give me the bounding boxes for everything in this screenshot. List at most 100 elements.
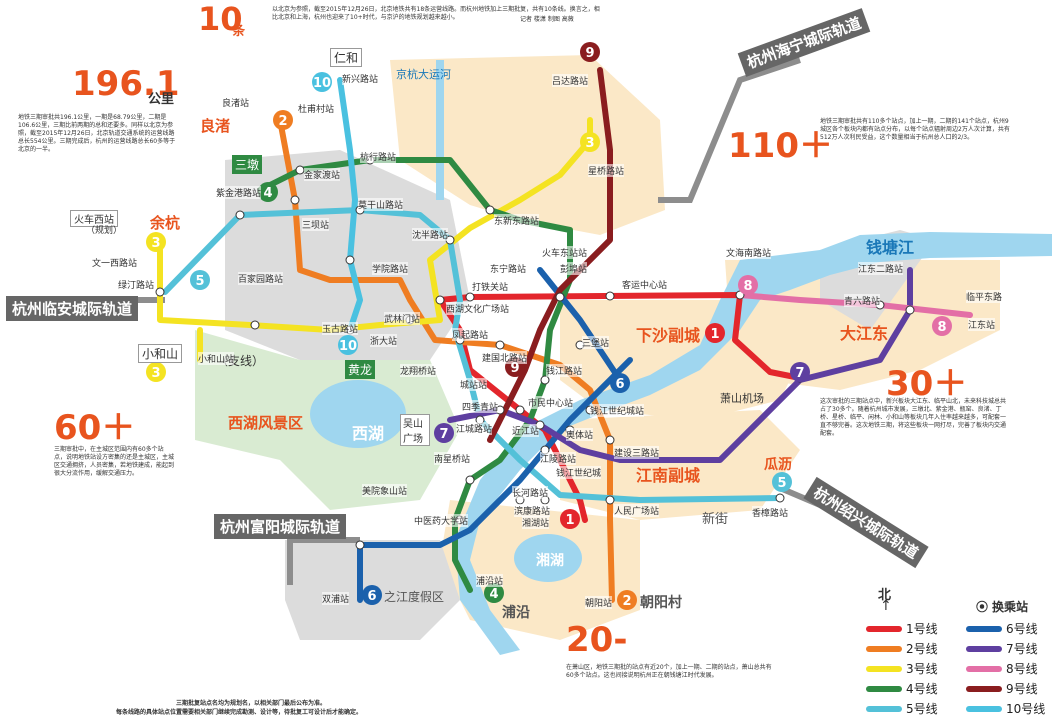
- svg-text:3: 3: [585, 136, 594, 151]
- station-label: 浙大站: [370, 334, 398, 347]
- svg-text:3: 3: [151, 366, 160, 381]
- station-label: 小和山站: [198, 352, 235, 365]
- station-label: 良渚站: [222, 96, 250, 109]
- legend-label: 4号线: [906, 682, 938, 696]
- station-label: 西湖文化广场站: [446, 302, 510, 315]
- area-guali: 瓜沥: [764, 457, 792, 473]
- stat-196-value: 196.1: [72, 64, 180, 104]
- station-label: 浦沿站: [476, 574, 504, 587]
- area-xihu: 西湖: [352, 424, 385, 443]
- station-label: 火车东站站: [542, 246, 588, 259]
- station-label: 江东二路站: [858, 262, 904, 275]
- line-count-unit: 条: [232, 24, 246, 39]
- linan-intercity-label: 杭州临安城际轨道: [6, 296, 139, 321]
- legend-swatch: [966, 705, 1002, 712]
- area-renhe: 仁和: [330, 48, 363, 67]
- area-chaoyangcun: 朝阳村: [640, 595, 682, 611]
- svg-text:8: 8: [937, 320, 946, 335]
- legend-swatch: [966, 645, 1002, 652]
- line-4: [257, 157, 573, 593]
- legend-swatch: [866, 645, 902, 652]
- svg-text:4: 4: [263, 186, 272, 201]
- station-label: 江城路站: [456, 422, 493, 435]
- legend-label: 5号线: [906, 702, 938, 716]
- legend-line-9: 9号线: [966, 680, 1038, 697]
- area-huochexizhan: 火车西站: [70, 210, 118, 227]
- stat-196-text: 地铁三期审批共196.1公里，一期是68.79公里，二期是106.6公里，三期比…: [18, 114, 176, 153]
- area-xianghu: 湘湖: [536, 553, 564, 569]
- station-label: 临平东路: [966, 290, 1003, 303]
- north-arrow-icon: ↑: [880, 598, 892, 614]
- svg-text:1: 1: [565, 513, 574, 528]
- svg-text:1: 1: [710, 327, 719, 342]
- svg-text:9: 9: [585, 46, 594, 61]
- area-dajiangdong: 大江东: [840, 324, 889, 343]
- header-credit: 记者 楼潇 制图 高薇: [520, 16, 574, 23]
- legend-line-6: 6号线: [966, 620, 1038, 637]
- svg-text:7: 7: [439, 427, 448, 442]
- area-xiasha: 下沙副城: [636, 326, 701, 345]
- legend-line-8: 8号线: [966, 660, 1038, 677]
- legend-label: 8号线: [1006, 662, 1038, 676]
- station-label: 金家渡站: [304, 168, 341, 181]
- station-label: 龙翔桥站: [400, 364, 437, 377]
- stat-30-value: 30＋: [886, 364, 968, 404]
- legend-line-5: 5号线: [866, 700, 938, 717]
- area-huanglong: 黄龙: [345, 360, 376, 379]
- footer-line2: 每条线路的具体站点位置需要相关部门继续完成勘测、设计等，待批复工可设计后才能确定…: [116, 709, 363, 716]
- station-label: 莫干山路站: [358, 198, 404, 211]
- station-label: 星桥路站: [588, 164, 625, 177]
- fuyang-intercity-label: 杭州富阳城际轨道: [214, 514, 347, 539]
- area-guihua: （规划）: [86, 226, 123, 236]
- header-intro: 以北京为参照，截至2015年12月26日，北京地铁共有18条运营线路。而杭州地铁…: [272, 6, 600, 21]
- area-sandun: 三墩: [232, 155, 263, 174]
- legend-label: 7号线: [1006, 642, 1038, 656]
- line-8: [737, 292, 973, 318]
- station-label: 玉古路站: [322, 322, 359, 335]
- station-label: 钱江世纪城站: [590, 404, 645, 417]
- area-jiangnan: 江南副城: [636, 466, 701, 485]
- area-xiaoheshan: 小和山: [138, 344, 183, 363]
- legend-swatch: [966, 665, 1002, 672]
- station-label: 建国北路站: [482, 351, 528, 364]
- area-xiaoshan-airport: 萧山机场: [720, 392, 764, 405]
- legend-swatch: [866, 685, 902, 692]
- station-label: 东宁路站: [490, 262, 527, 275]
- station-label: 香樟路站: [752, 506, 789, 519]
- svg-text:6: 6: [615, 377, 624, 392]
- legend-label: 3号线: [906, 662, 938, 676]
- svg-text:4: 4: [489, 587, 498, 602]
- svg-text:3: 3: [151, 236, 160, 251]
- station-label: 青六路站: [844, 294, 881, 307]
- station-label: 紫金港路站: [216, 186, 262, 199]
- legend-line-1: 1号线: [866, 620, 938, 637]
- line-badges: 2 4 9 3 10 3 5 3 10 9 6 1 8 8 7 7 5 1 2 …: [146, 42, 952, 610]
- area-xihu-scenic: 西湖风景区: [228, 414, 304, 432]
- area-qiantangjiang: 钱塘江: [866, 238, 915, 257]
- stat-110-text: 地铁三期审批共有110多个站点，加上一期，二期的141个站点，杭州9城区各个板块…: [820, 118, 1010, 141]
- legend-label: 9号线: [1006, 682, 1038, 696]
- station-label: 新兴路站: [342, 72, 379, 85]
- stat-30-text: 这次审批的三期站点中，新兴板块大江东、临平山北，未来科技城总共占了30多个。随着…: [820, 398, 1007, 437]
- station-label: 钱江世纪城: [556, 466, 602, 479]
- svg-text:5: 5: [195, 274, 204, 289]
- station-label: 杭行路站: [360, 150, 397, 163]
- stat-196-unit: 公里: [148, 92, 175, 107]
- station-label: 东新东路站: [494, 214, 540, 227]
- line-3: [157, 117, 593, 333]
- station-label: 江东站: [968, 318, 996, 331]
- station-label: 杜甫村站: [298, 102, 335, 115]
- station-label: 三堡站: [582, 336, 610, 349]
- stat-20-value: 20-: [566, 620, 628, 660]
- line-6: [357, 357, 633, 603]
- station-label: 沈半路站: [412, 228, 449, 241]
- svg-text:10: 10: [313, 76, 331, 91]
- station-label: 武林门站: [384, 312, 421, 325]
- transfer-label: 换乘站: [992, 600, 1029, 614]
- station-label: 美院象山站: [362, 484, 408, 497]
- station-label: 江陵路站: [540, 452, 577, 465]
- fuyang-intercity: [287, 537, 360, 585]
- legend-swatch: [866, 665, 902, 672]
